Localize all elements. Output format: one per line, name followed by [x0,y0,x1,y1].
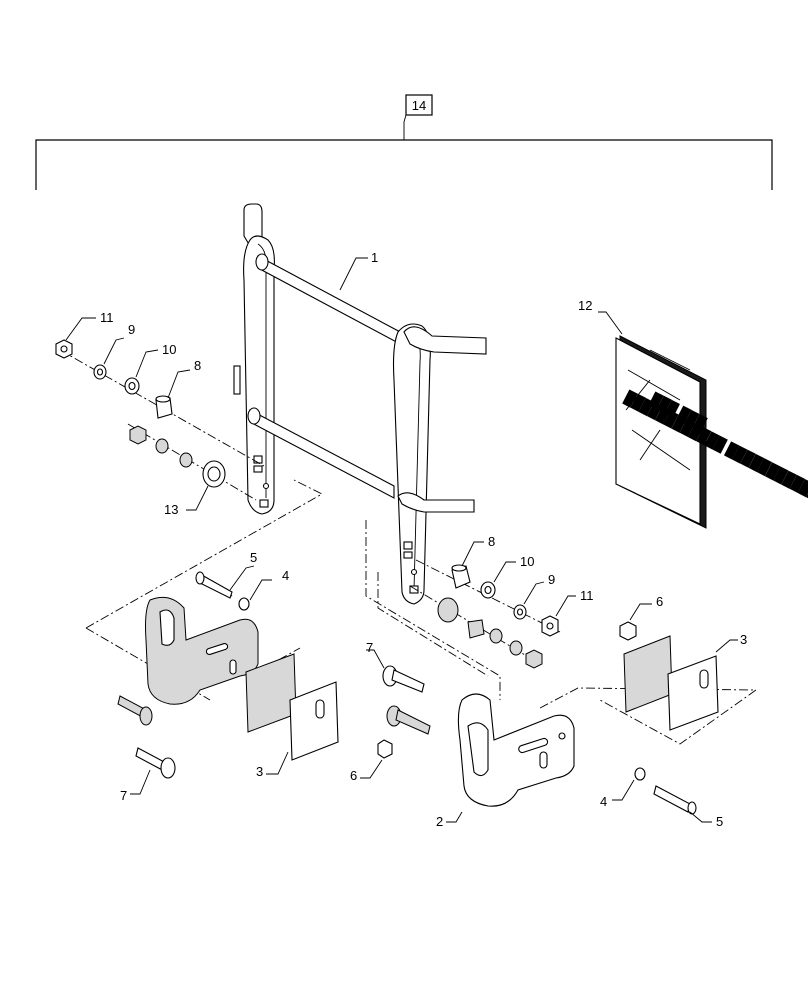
callout-8-right: 8 [488,534,495,549]
callout-10-right: 10 [520,554,534,569]
callout-5-left: 5 [250,550,257,565]
callout-6-left: 6 [350,768,357,783]
callout-7-left: 7 [120,788,127,803]
callout-11-left: 11 [100,310,114,325]
callout-4-left: 4 [282,568,289,583]
callout-2: 2 [436,814,443,829]
callout-12: 12 [578,298,592,313]
right-bracket-assembly: 2 7 4 5 6 3 [365,520,758,829]
callout-10-left: 10 [162,342,176,357]
callout-3-left: 3 [256,764,263,779]
callout-7-right: 7 [366,640,373,655]
callout-1: 1 [371,250,378,265]
kit-bracket: 14 [35,94,773,190]
callout-5-right: 5 [716,814,723,829]
callout-4-right: 4 [600,794,607,809]
callout-6-right: 6 [656,594,663,609]
installation-manual: ███ ███ ████████████ ████████████ 12 [578,298,808,529]
brush-guard-frame: 1 [233,203,487,605]
callout-14: 14 [412,98,426,113]
callout-13: 13 [164,502,178,517]
callout-9-right: 9 [548,572,555,587]
right-fastener-stack: 8 10 9 11 [409,534,594,669]
left-bracket-assembly: 5 4 3 7 6 [85,479,393,803]
kit-callout-box [405,94,433,116]
left-fastener-stack: 11 9 10 8 13 [55,310,265,517]
callout-9-left: 9 [128,322,135,337]
callout-3-right: 3 [740,632,747,647]
callout-8-left: 8 [194,358,201,373]
callout-11-right: 11 [580,588,594,603]
